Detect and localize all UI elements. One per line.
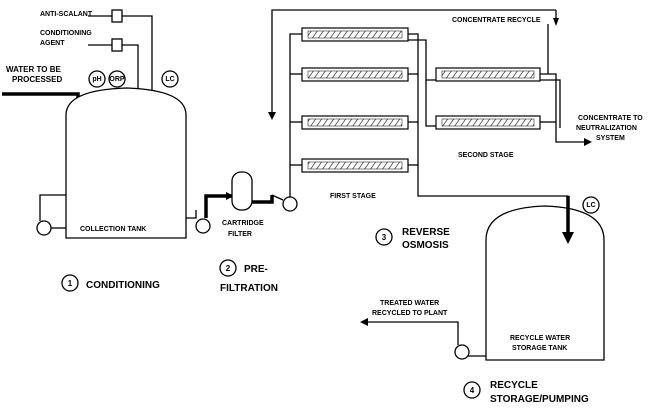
instrument-orp: ORP: [108, 70, 126, 88]
cartridge-label: CARTRIDGE: [222, 220, 264, 227]
step-label-reverse-osmosis: 3 REVERSE OSMOSIS: [375, 227, 450, 251]
pump-icon: [454, 344, 470, 360]
svg-text:ORP: ORP: [109, 76, 125, 83]
conditioning-agent-feeder: [111, 38, 123, 52]
instrument-lc-1: LC: [161, 70, 179, 88]
step-label-prefiltration: 2 PRE- FILTRATION: [219, 259, 278, 294]
chemical-feed: ANTI-SCALANT CONDITIONING AGENT: [40, 9, 156, 124]
recycle-storage-tank: RECYCLE WATER STORAGE TANK LC TREATED WA…: [360, 196, 605, 361]
step-label-recycle: 4 RECYCLE STORAGE/PUMPING: [463, 380, 589, 405]
first-stage-label: FIRST STAGE: [330, 193, 376, 200]
treated-water-label: TREATED WATER: [380, 300, 439, 307]
svg-text:1: 1: [68, 279, 73, 288]
filter-label: FILTER: [228, 231, 252, 238]
svg-text:STORAGE/PUMPING: STORAGE/PUMPING: [490, 394, 589, 405]
svg-text:FILTRATION: FILTRATION: [220, 283, 278, 294]
svg-text:pH: pH: [92, 76, 101, 83]
svg-text:LC: LC: [586, 202, 595, 209]
water-in-label: WATER TO BE: [6, 65, 61, 74]
collection-tank: COLLECTION TANK: [36, 87, 187, 239]
concentrate-out-label-3: SYSTEM: [596, 135, 625, 142]
conditioning-label: CONDITIONING: [40, 30, 92, 37]
collection-tank-label: COLLECTION TANK: [80, 226, 146, 233]
svg-text:3: 3: [382, 233, 387, 242]
water-in-label-2: PROCESSED: [12, 75, 62, 84]
storage-tank-label: STORAGE TANK: [512, 345, 567, 352]
svg-text:REVERSE: REVERSE: [402, 227, 450, 238]
first-stage-module: [301, 115, 409, 130]
agent-label: AGENT: [40, 40, 65, 47]
second-stage-label: SECOND STAGE: [458, 152, 514, 159]
first-stage-module: [301, 158, 409, 173]
concentrate-out-label-2: NEUTRALIZATION: [576, 125, 637, 132]
svg-text:RECYCLE: RECYCLE: [490, 380, 538, 391]
pump-icon: [195, 218, 211, 234]
first-stage-module: [301, 67, 409, 82]
pump-icon: [36, 220, 52, 236]
concentrate-recycle-label: CONCENTRATE RECYCLE: [452, 17, 541, 24]
concentrate-out-label: CONCENTRATE TO: [578, 115, 643, 122]
svg-text:4: 4: [470, 386, 475, 395]
svg-text:2: 2: [226, 264, 231, 273]
first-stage-module: [301, 27, 409, 42]
recycle-tank-label: RECYCLE WATER: [510, 335, 570, 342]
svg-text:PRE-: PRE-: [244, 264, 268, 275]
step-label-conditioning: 1 CONDITIONING: [61, 274, 160, 292]
anti-scalant-feeder: [111, 9, 123, 23]
anti-scalant-label: ANTI-SCALANT: [40, 11, 93, 18]
treated-water-label-2: RECYCLED TO PLANT: [372, 310, 448, 317]
svg-text:CONDITIONING: CONDITIONING: [86, 280, 160, 291]
second-stage-module: [435, 67, 541, 82]
pump-icon: [282, 196, 298, 212]
cartridge-filter: CARTRIDGE FILTER: [186, 171, 274, 238]
instrument-ph: pH: [88, 70, 106, 88]
svg-text:LC: LC: [165, 76, 174, 83]
instrument-lc-2: LC: [582, 196, 600, 214]
second-stage-module: [435, 115, 541, 130]
svg-text:OSMOSIS: OSMOSIS: [402, 240, 449, 251]
